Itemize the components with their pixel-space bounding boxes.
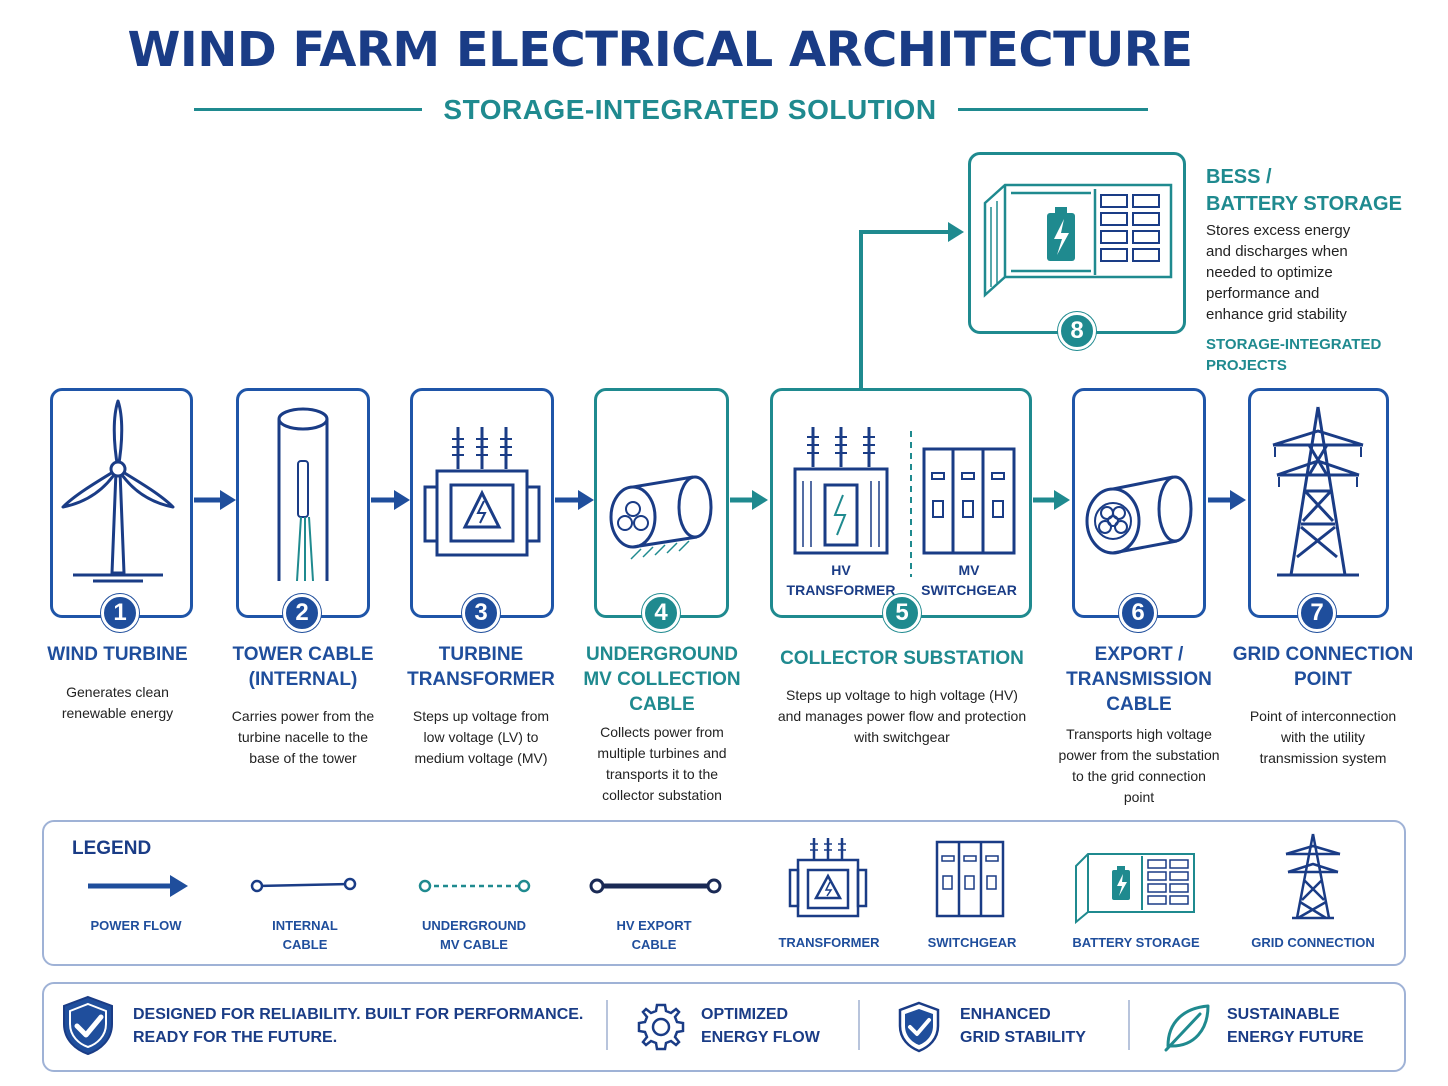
step-badge-3: 3: [462, 594, 500, 632]
footer-divider-1: [606, 1000, 608, 1050]
footer-banner: [42, 982, 1406, 1072]
legend-label-grid-connection: GRID CONNECTION: [1251, 935, 1375, 950]
gear-icon: [637, 1003, 685, 1051]
footer-tagline: DESIGNED FOR RELIABILITY. BUILT FOR PERF…: [133, 1006, 584, 1046]
legend-hv-cable-symbol: [589, 878, 722, 894]
legend-transformer-icon: [788, 838, 868, 918]
legend-symbols: [88, 833, 1341, 925]
mv-cable-icon: [609, 475, 713, 560]
page-subtitle: STORAGE-INTEGRATED SOLUTION: [443, 94, 937, 125]
desc-collector-substation: Steps up voltage to high voltage (HV)and…: [777, 687, 1027, 745]
battery-container-icon: [983, 183, 1173, 298]
transmission-tower-icon: [1272, 406, 1364, 577]
legend-power-flow-symbol: [88, 875, 188, 897]
card-turbine-transformer: [410, 388, 554, 618]
bess-title: BESS /BATTERY STORAGE: [1206, 166, 1402, 215]
legend-title: LEGEND: [72, 838, 152, 859]
leaf-icon: [1164, 1004, 1210, 1052]
shield-check-icon: [898, 1001, 940, 1053]
card-collector-substation: [770, 388, 1032, 618]
legend-label-battery-storage: BATTERY STORAGE: [1072, 935, 1200, 950]
step-badge-2: 2: [283, 594, 321, 632]
page-title: WIND FARM ELECTRICAL ARCHITECTURE: [127, 22, 1193, 78]
label-wind-turbine: WIND TURBINE: [47, 644, 188, 665]
step-badge-5: 5: [883, 594, 921, 632]
legend-label-transformer: TRANSFORMER: [778, 935, 880, 950]
power-flow-arrows: [194, 222, 1246, 510]
step-badge-7: 7: [1298, 594, 1336, 632]
card-tower-cable: [236, 388, 370, 618]
step-badge-8: 8: [1058, 312, 1096, 350]
card-bess: [968, 152, 1186, 334]
subtitle-rule-left: [194, 108, 422, 111]
step-badge-6: 6: [1119, 594, 1157, 632]
wind-turbine-icon: [61, 399, 175, 583]
legend-grid-connection-icon: [1285, 833, 1341, 920]
legend-battery-storage-icon: [1075, 853, 1195, 925]
subtitle-rule-right: [958, 108, 1148, 111]
legend-switchgear-icon: [935, 840, 1005, 918]
step-badge-1: 1: [101, 594, 139, 632]
label-tower-cable: TOWER CABLE(INTERNAL): [232, 644, 374, 690]
card-wind-turbine: [50, 388, 193, 618]
legend-label-switchgear: SWITCHGEAR: [927, 935, 1017, 950]
legend-panel: [42, 820, 1406, 966]
export-cable-icon: [1085, 475, 1193, 555]
shield-check-icon: [63, 995, 113, 1056]
label-collector-substation: COLLECTOR SUBSTATION: [780, 648, 1024, 669]
substation-icon: [793, 427, 1016, 577]
footer-divider-2: [858, 1000, 860, 1050]
step-badge-4: 4: [642, 594, 680, 632]
legend-internal-cable-symbol: [250, 877, 357, 893]
footer-divider-3: [1128, 1000, 1130, 1050]
legend-label-power-flow: POWER FLOW: [90, 918, 182, 933]
legend-underground-cable-symbol: [418, 879, 531, 893]
card-export-cable: [1072, 388, 1206, 618]
card-underground-mv-cable: [594, 388, 729, 618]
tower-cable-icon: [277, 407, 329, 582]
transformer-icon: [423, 427, 541, 557]
card-grid-connection: [1248, 388, 1389, 618]
